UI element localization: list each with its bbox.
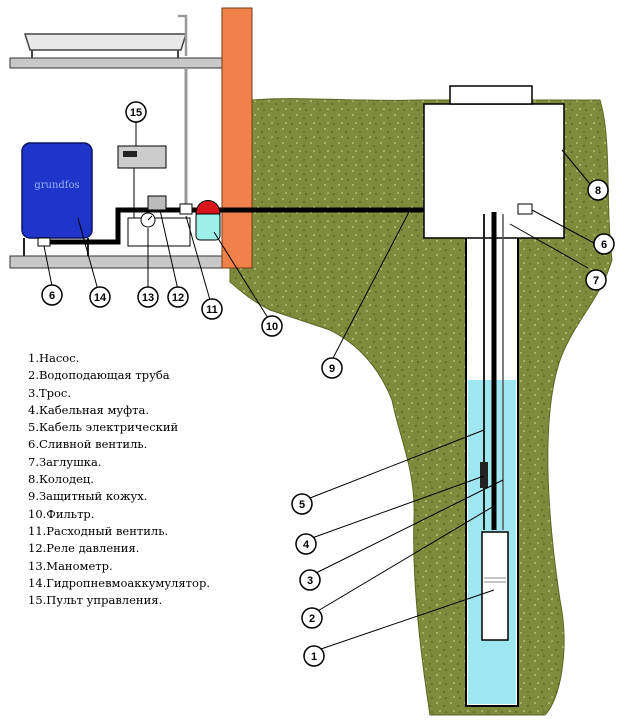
main-pipe bbox=[50, 207, 520, 245]
cable-coupling bbox=[480, 462, 488, 488]
svg-text:12: 12 bbox=[172, 292, 184, 304]
callout-14: 14 bbox=[89, 286, 111, 308]
faucet bbox=[178, 14, 188, 56]
svg-text:6: 6 bbox=[601, 239, 607, 251]
svg-text:2: 2 bbox=[309, 613, 315, 625]
callout-13: 13 bbox=[137, 286, 159, 308]
leader-lines bbox=[43, 120, 597, 651]
legend-list: 1.Насос. 2.Водоподающая труба 3.Трос. 4.… bbox=[28, 350, 210, 609]
legend-item: 10.Фильтр. bbox=[28, 506, 95, 521]
caisson-lid bbox=[449, 85, 533, 105]
pump bbox=[481, 531, 509, 641]
svg-text:11: 11 bbox=[206, 304, 218, 316]
callout-3: 3 bbox=[299, 569, 321, 591]
legend-item: 3.Трос. bbox=[28, 385, 72, 400]
tank-brand: grundfos bbox=[34, 180, 79, 191]
legend-item: 9.Защитный кожух. bbox=[28, 489, 148, 504]
callout-6-tank: 6 bbox=[41, 284, 63, 306]
svg-text:13: 13 bbox=[142, 292, 154, 304]
legend-item: 12.Реле давления. bbox=[28, 541, 140, 556]
svg-text:3: 3 bbox=[307, 575, 313, 587]
legend-item: 13.Манометр. bbox=[28, 558, 113, 573]
callout-12: 12 bbox=[167, 286, 189, 308]
equipment-box bbox=[127, 217, 191, 247]
callout-9: 9 bbox=[321, 357, 343, 379]
callout-6-caisson: 6 bbox=[593, 233, 615, 255]
legend-item: 14.Гидропневмоаккумулятор. bbox=[28, 575, 210, 590]
callout-1: 1 bbox=[303, 645, 325, 667]
svg-text:7: 7 bbox=[593, 275, 599, 287]
filter-cap bbox=[195, 200, 221, 215]
upper-floor-slab bbox=[9, 57, 251, 69]
callout-15: 15 bbox=[125, 101, 147, 123]
svg-text:15: 15 bbox=[130, 107, 142, 119]
legend-item: 5.Кабель электрический bbox=[28, 420, 179, 435]
callout-8: 8 bbox=[587, 179, 609, 201]
svg-text:6: 6 bbox=[49, 290, 55, 302]
bathtub bbox=[23, 33, 188, 51]
outflow-valve bbox=[179, 203, 193, 215]
drain-valve-tank bbox=[37, 237, 51, 247]
svg-text:1: 1 bbox=[311, 651, 317, 663]
legend-item: 4.Кабельная муфта. bbox=[28, 402, 150, 417]
drain-valve-caisson bbox=[517, 203, 533, 215]
callout-4: 4 bbox=[295, 533, 317, 555]
legend-item: 7.Заглушка. bbox=[28, 454, 102, 469]
svg-text:4: 4 bbox=[303, 539, 310, 551]
callout-11: 11 bbox=[201, 298, 223, 320]
svg-text:14: 14 bbox=[94, 292, 107, 304]
callout-2: 2 bbox=[301, 607, 323, 629]
svg-text:5: 5 bbox=[299, 499, 305, 511]
pressure-switch bbox=[147, 195, 167, 211]
legend-item: 15.Пульт управления. bbox=[28, 593, 163, 608]
pressure-tank bbox=[21, 142, 93, 239]
callout-5: 5 bbox=[291, 493, 313, 515]
svg-text:9: 9 bbox=[329, 363, 335, 375]
svg-text:10: 10 bbox=[266, 321, 278, 333]
callout-7: 7 bbox=[585, 269, 607, 291]
svg-text:8: 8 bbox=[595, 185, 601, 197]
legend-item: 8.Колодец. bbox=[28, 472, 94, 487]
legend-item: 2.Водоподающая труба bbox=[28, 368, 170, 383]
legend-item: 1.Насос. bbox=[28, 351, 80, 365]
callout-10: 10 bbox=[261, 315, 283, 337]
house-wall bbox=[221, 7, 253, 269]
legend-item: 11.Расходный вентиль. bbox=[28, 523, 169, 538]
legend-item: 6.Сливной вентиль. bbox=[28, 437, 148, 452]
